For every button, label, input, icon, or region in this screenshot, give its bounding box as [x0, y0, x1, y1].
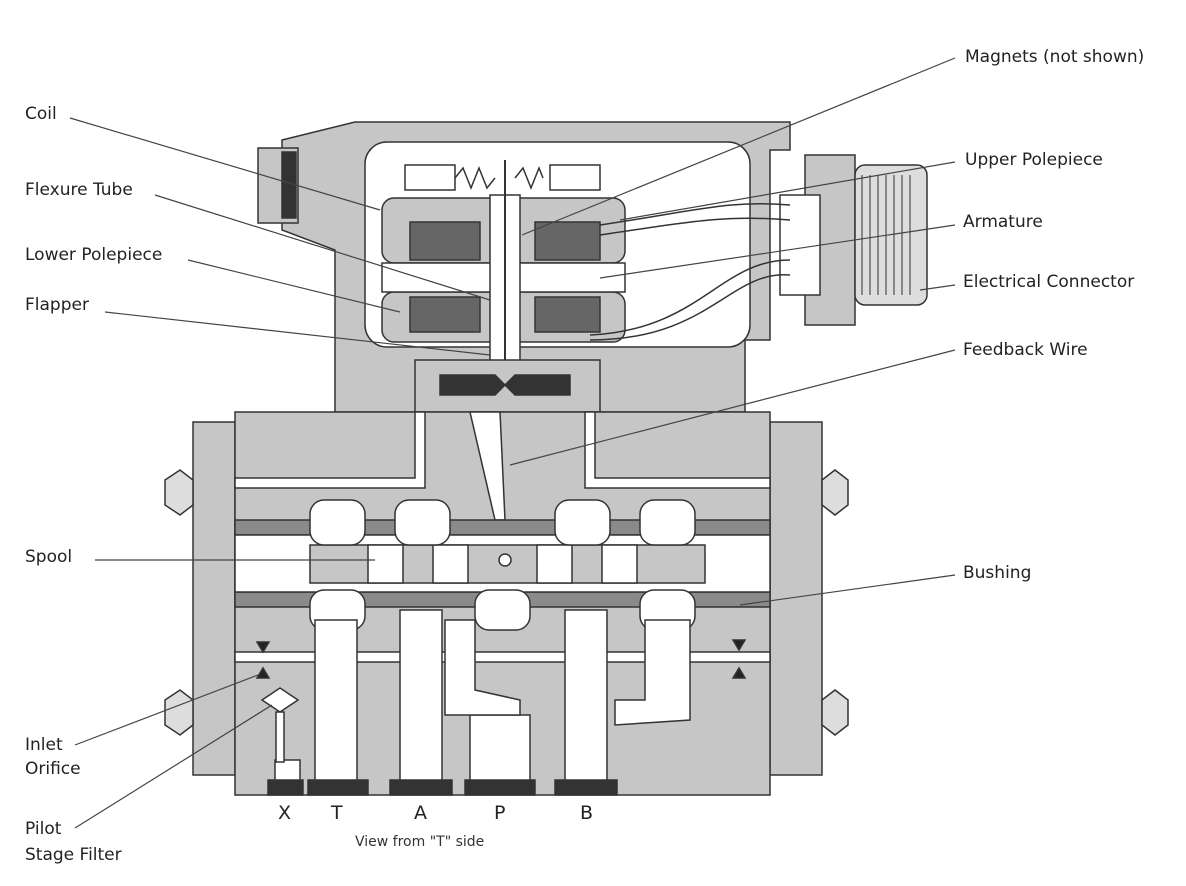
- label-inlet: Inlet: [25, 735, 63, 755]
- port-t-channel: [314, 619, 358, 786]
- label-spool: Spool: [25, 547, 73, 567]
- port-a: A: [414, 802, 427, 824]
- label-orifice: Orifice: [25, 759, 81, 779]
- label-flexure-tube: Flexure Tube: [25, 180, 133, 200]
- port-x: X: [278, 802, 292, 824]
- port-p-channel: [469, 714, 531, 786]
- coil-lower-right: [534, 296, 601, 333]
- label-pilot: Pilot: [25, 819, 62, 839]
- coil-lower-left: [409, 296, 481, 333]
- bolt: [821, 689, 849, 736]
- label-armature: Armature: [963, 212, 1043, 232]
- port-t: T: [331, 802, 343, 824]
- label-magnets: Magnets (not shown): [965, 47, 1145, 67]
- label-upper-polepiece: Upper Polepiece: [965, 150, 1103, 170]
- label-coil: Coil: [25, 104, 57, 124]
- bolt: [164, 689, 194, 736]
- bolt: [821, 469, 849, 516]
- coil-upper-left: [409, 221, 481, 261]
- port-b-channel: [564, 609, 608, 786]
- label-bushing: Bushing: [963, 563, 1032, 583]
- port-a-channel: [399, 609, 443, 786]
- bolt: [164, 469, 194, 516]
- port-p: P: [494, 802, 506, 824]
- port-b: B: [580, 802, 594, 824]
- label-electrical-connector: Electrical Connector: [963, 272, 1135, 292]
- coil-upper-right: [534, 221, 601, 261]
- inlet-orifice: [255, 641, 271, 654]
- label-feedback-wire: Feedback Wire: [963, 340, 1088, 360]
- label-stage-filter: Stage Filter: [25, 845, 122, 865]
- end-cap-right: [769, 421, 823, 776]
- end-cap-left: [192, 421, 236, 776]
- label-lower-polepiece: Lower Polepiece: [25, 245, 163, 265]
- view-caption: View from "T" side: [355, 834, 485, 850]
- label-flapper: Flapper: [25, 295, 89, 315]
